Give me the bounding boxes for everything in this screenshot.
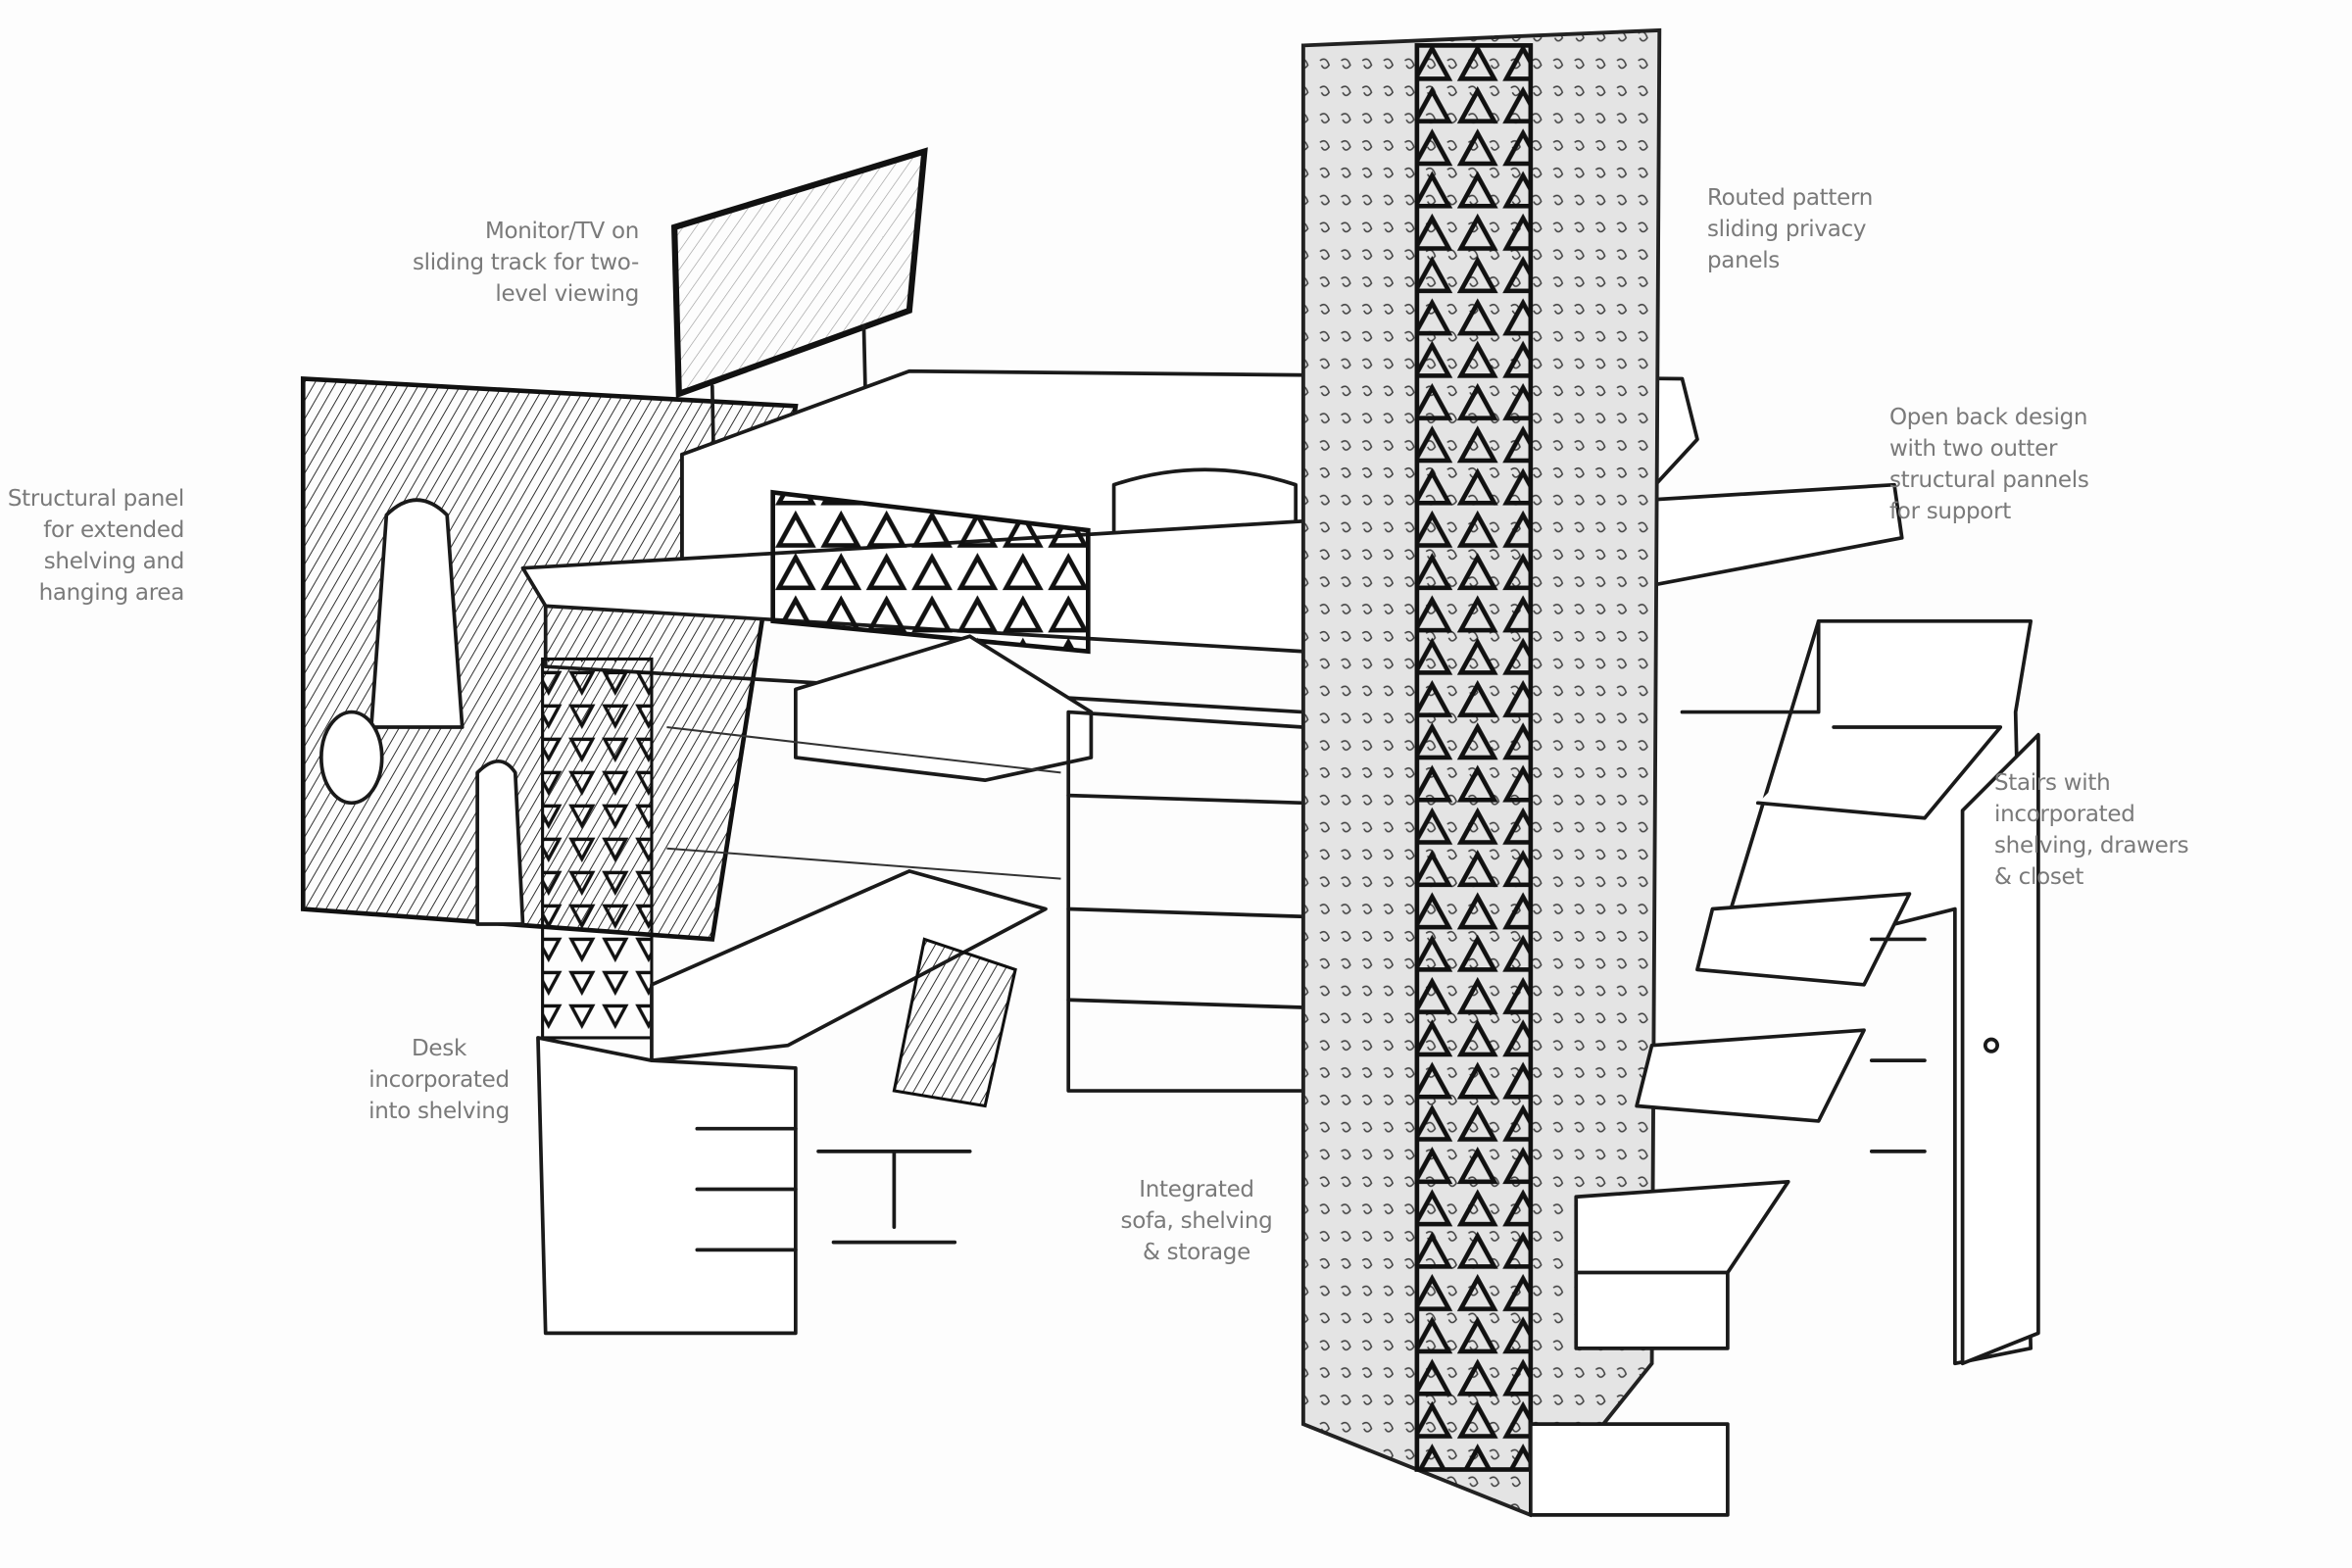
annotation-line: Desk <box>412 1036 466 1061</box>
closet-door <box>1960 732 2040 1366</box>
pull-out-drawer <box>794 634 1094 782</box>
hanging-scarf <box>475 759 525 926</box>
annotation-line: hanging area <box>38 580 185 606</box>
annotation-stairs: Stairs with incorporated shelving, drawe… <box>1994 767 2189 893</box>
annotation-line: into shelving <box>368 1099 510 1124</box>
hanging-hat <box>318 710 384 806</box>
annotation-line: Open back design <box>1889 405 2088 430</box>
annotation-line: & closet <box>1994 864 2084 890</box>
annotation-line: Stairs with <box>1994 770 2111 796</box>
desk-chair <box>892 937 1017 1108</box>
annotation-line: sliding track for two- <box>412 250 639 275</box>
annotation-monitor: Monitor/TV on sliding track for two- lev… <box>413 216 639 310</box>
annotation-line: Integrated <box>1139 1177 1254 1202</box>
annotation-line: with two outter <box>1889 436 2058 462</box>
annotation-line: Routed pattern <box>1707 185 1873 211</box>
annotation-privacy-panels: Routed pattern sliding privacy panels <box>1707 182 1873 276</box>
privacy-panel-curtain <box>1300 27 1662 1518</box>
annotation-line: incorporated <box>1994 802 2135 827</box>
annotation-line: shelving and <box>43 549 185 574</box>
desk <box>536 869 1048 1336</box>
annotation-line: Structural panel <box>7 486 184 512</box>
annotation-desk: Desk incorporated into shelving <box>341 1033 537 1127</box>
annotation-line: shelving, drawers <box>1994 833 2189 858</box>
stairs <box>1529 618 2040 1517</box>
annotation-line: sliding privacy <box>1707 217 1867 242</box>
annotation-line: Monitor/TV on <box>484 219 639 244</box>
annotation-line: level viewing <box>495 281 639 307</box>
annotation-sofa: Integrated sofa, shelving & storage <box>1089 1174 1304 1268</box>
annotation-line: structural pannels <box>1889 467 2089 493</box>
annotation-structural-panel: Structural panel for extended shelving a… <box>8 483 184 609</box>
annotation-line: panels <box>1707 248 1780 273</box>
annotation-line: incorporated <box>368 1067 510 1093</box>
closet-knob <box>1983 1037 1999 1054</box>
annotation-line: sofa, shelving <box>1120 1208 1273 1234</box>
annotation-open-back: Open back design with two outter structu… <box>1889 402 2089 527</box>
annotation-line: for extended <box>43 517 184 543</box>
pattern-panel-left <box>541 657 654 1040</box>
hanging-coat <box>369 498 465 729</box>
headboard-pattern <box>770 489 1091 655</box>
annotation-line: & storage <box>1143 1240 1250 1265</box>
annotation-line: for support <box>1889 499 2011 524</box>
